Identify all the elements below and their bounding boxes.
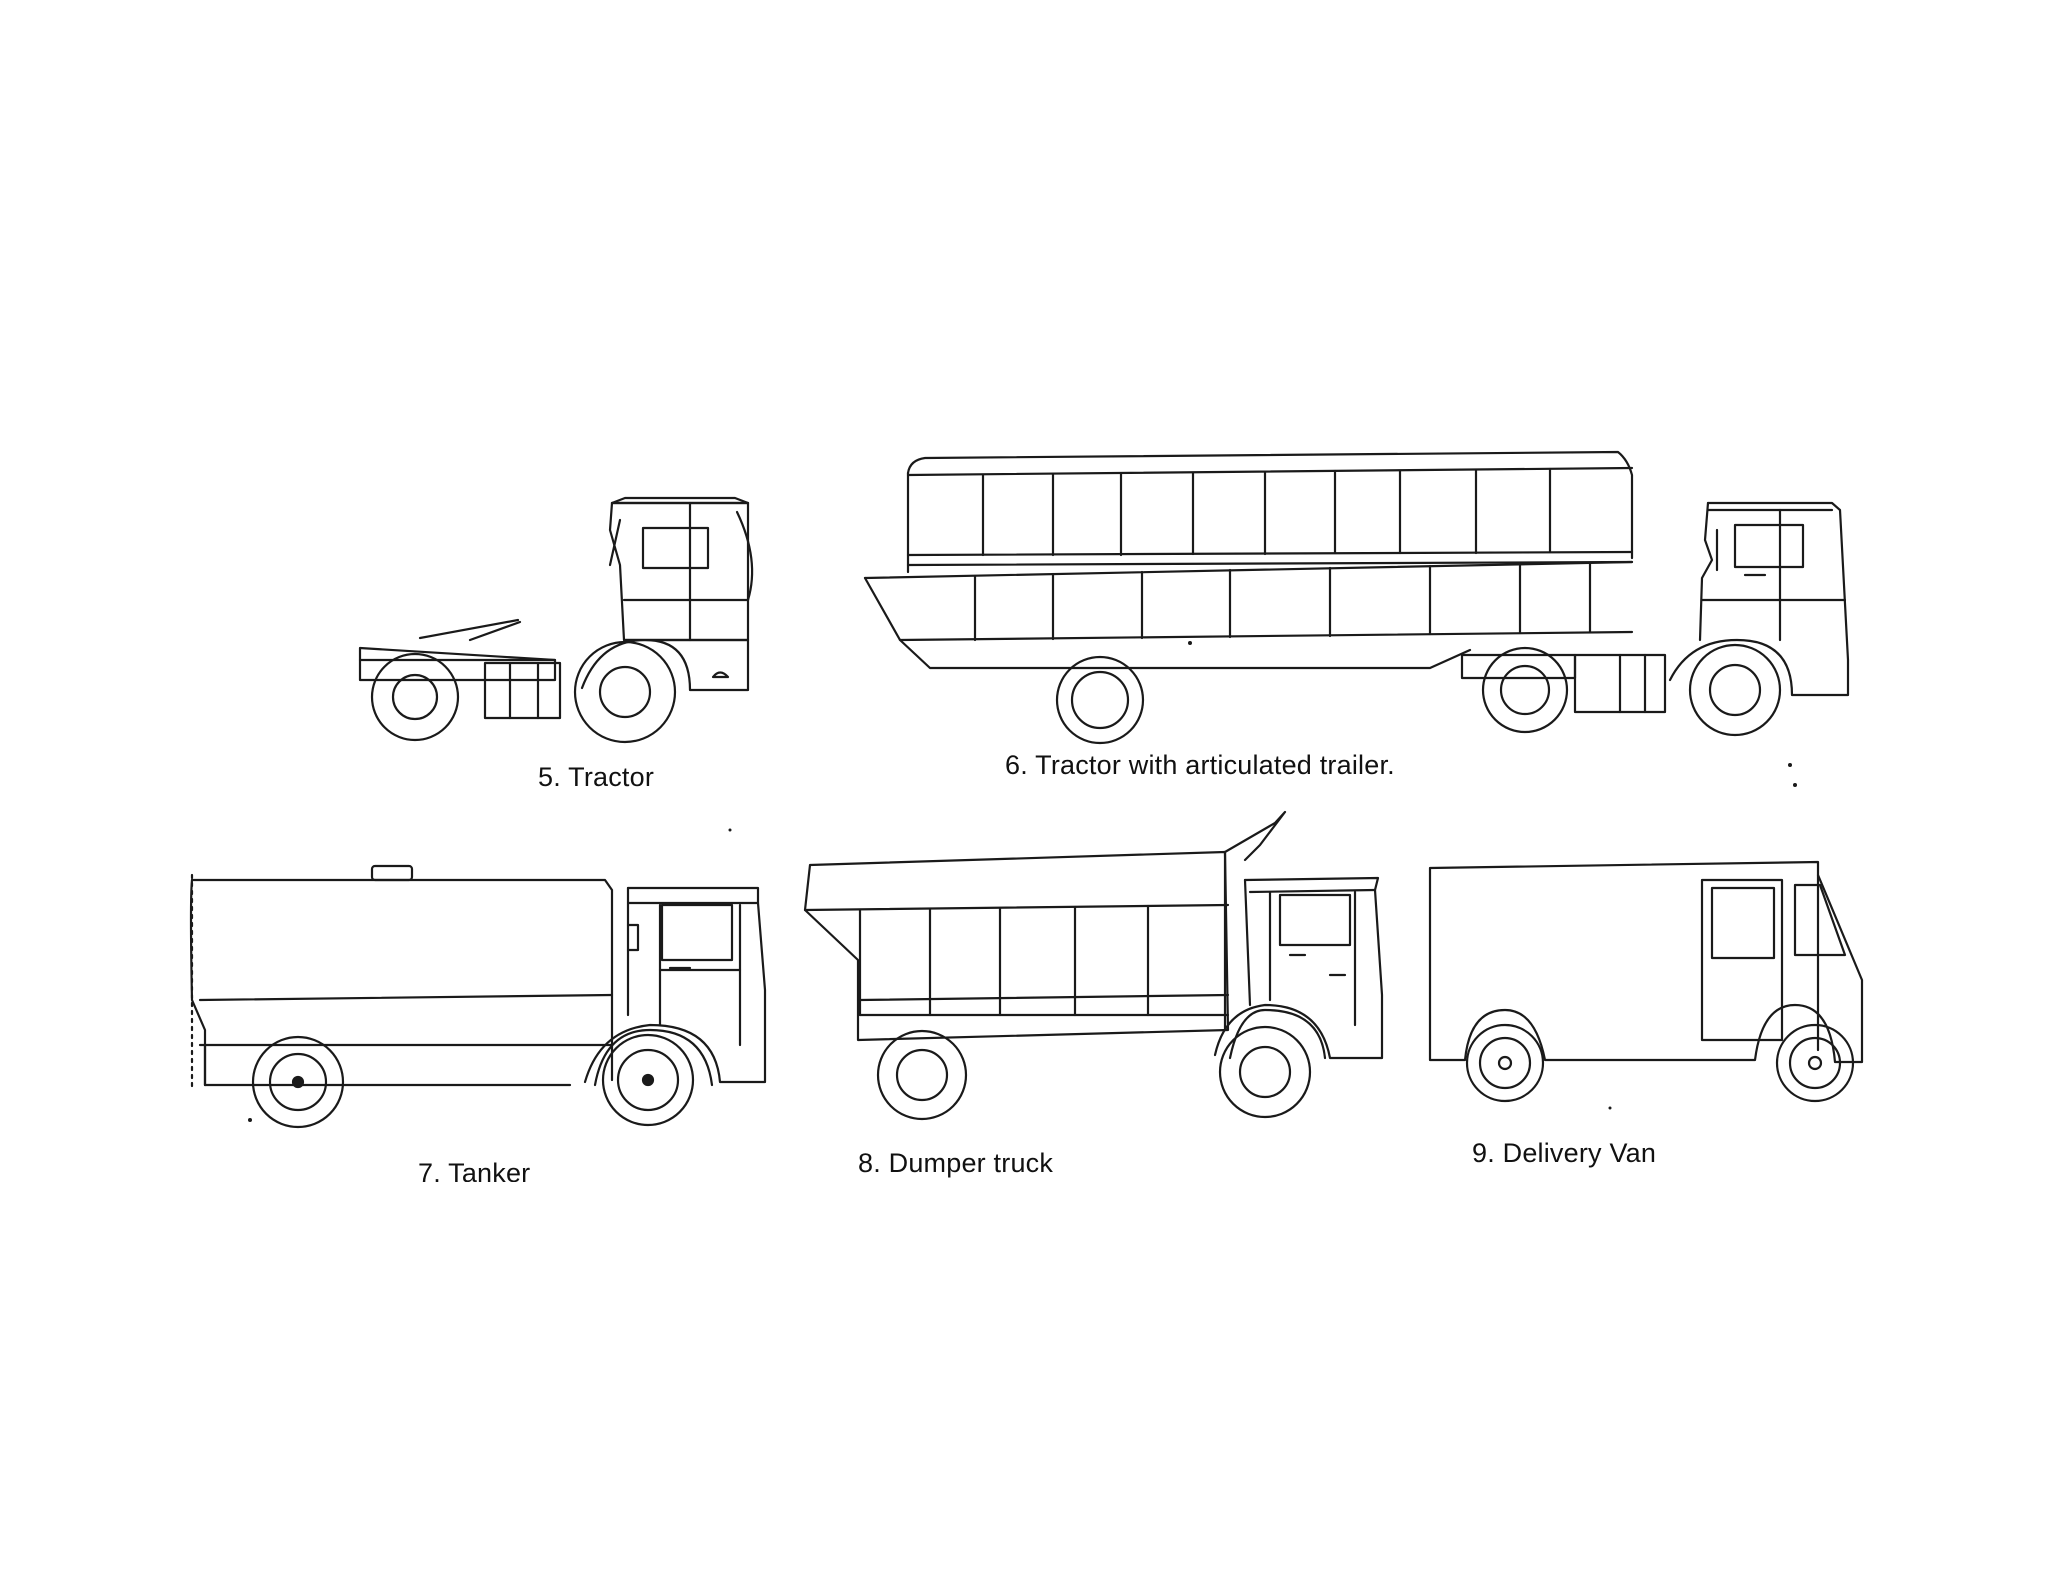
van-door xyxy=(1702,880,1782,1040)
tanker-drawing xyxy=(191,866,765,1127)
label-tractor: 5. Tractor xyxy=(538,762,655,792)
van-front-wheel xyxy=(1777,1025,1853,1101)
trailer-underside xyxy=(900,640,1470,668)
articulated-front-wheel xyxy=(1690,645,1780,735)
tractor-cab-back xyxy=(610,503,748,640)
trailer-roof xyxy=(908,452,1632,558)
tractor-front-wheel xyxy=(575,642,675,742)
tractor-chassis xyxy=(360,648,555,680)
tanker-cab-window xyxy=(662,905,732,960)
label-dumper: 8. Dumper truck xyxy=(858,1148,1054,1178)
tractor-light xyxy=(713,673,728,678)
tractor-fuel-tank xyxy=(485,663,560,718)
dumper-canopy xyxy=(1225,812,1285,860)
articulated-drawing xyxy=(865,452,1848,743)
van-rear-wheel xyxy=(1467,1025,1543,1101)
tractor-window xyxy=(643,528,708,568)
dumper-body xyxy=(805,852,1228,1040)
label-tanker: 7. Tanker xyxy=(418,1158,531,1182)
van-drawing xyxy=(1430,862,1862,1101)
tanker-hatch xyxy=(372,866,412,880)
label-articulated: 6. Tractor with articulated trailer. xyxy=(1005,750,1395,780)
tractor-rear-wheel xyxy=(372,654,458,740)
tanker-cab xyxy=(585,888,765,1082)
dumper-drawing xyxy=(805,812,1382,1119)
label-van: 9. Delivery Van xyxy=(1472,1138,1657,1168)
van-door-window xyxy=(1712,888,1774,958)
scan-specks xyxy=(248,641,1797,1122)
tractor-drawing xyxy=(360,498,752,742)
articulated-rear-wheel xyxy=(1483,648,1567,732)
van-windscreen xyxy=(1795,885,1845,955)
dumper-cab-window xyxy=(1280,895,1350,945)
dumper-front-wheel xyxy=(1220,1027,1310,1117)
articulated-cab-window xyxy=(1735,525,1803,567)
tanker-front-wheel xyxy=(603,1035,693,1125)
dumper-rear-wheel xyxy=(878,1031,966,1119)
dumper-cab xyxy=(1215,878,1382,1058)
trailer-wheel xyxy=(1057,657,1143,743)
van-body xyxy=(1430,862,1862,1062)
tanker-tank xyxy=(192,880,612,1080)
articulated-cab xyxy=(1670,503,1848,695)
tanker-rear-wheel xyxy=(253,1037,343,1127)
